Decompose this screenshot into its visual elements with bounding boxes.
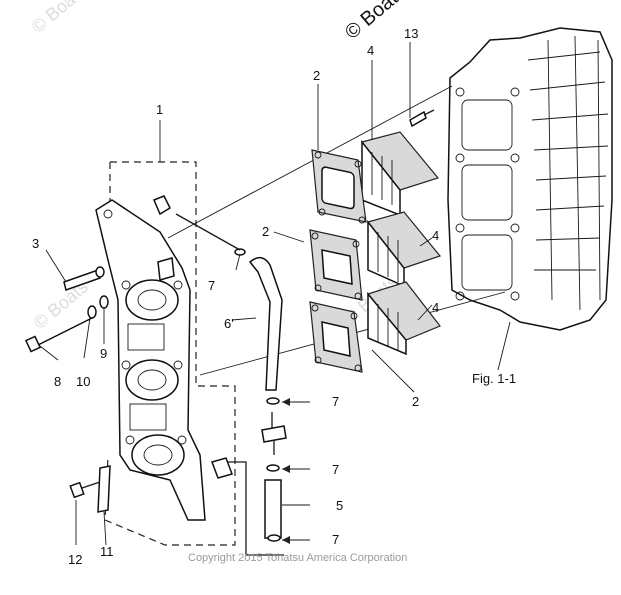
callout-2-bottom: 2 (412, 394, 419, 409)
callout-6: 6' (224, 316, 234, 331)
washer-9 (99, 295, 109, 309)
callout-7-c: 7 (332, 532, 339, 547)
bolt-3 (63, 266, 105, 291)
bolt-13 (409, 109, 435, 128)
callout-12: 12 (68, 552, 82, 567)
watermark-top-left: © Boats (28, 0, 90, 37)
callout-4-top: 4 (367, 43, 374, 58)
reed-valve-middle (366, 211, 442, 288)
leader-arrowheads (282, 398, 290, 544)
callout-13: 13 (404, 26, 418, 41)
callout-10: 10 (76, 374, 90, 389)
alignment-line-top (167, 85, 453, 239)
tee-fitting (261, 425, 287, 443)
callout-9: 9 (100, 346, 107, 361)
gasket-top (311, 149, 367, 224)
callout-2-middle: 2 (262, 224, 269, 239)
watermark-top-center: © Boats (341, 0, 410, 44)
intake-manifold (95, 195, 233, 521)
callout-4-middle: 4 (432, 228, 439, 243)
reed-valve-bottom (366, 281, 441, 356)
copyright-text: Copyright 2015 Tohatsu America Corporati… (188, 552, 407, 564)
bolt-8 (24, 317, 93, 353)
clip-7-line (175, 213, 241, 251)
clamps (234, 248, 281, 542)
hose-5 (264, 479, 282, 539)
callout-7-clip: 7 (208, 278, 215, 293)
callout-4-bottom: 4 (432, 300, 439, 315)
plate-11 (97, 465, 111, 513)
leader-lines (39, 42, 511, 546)
callout-11: 11 (100, 544, 114, 559)
callout-3: 3 (32, 236, 39, 251)
gasket-middle (309, 229, 363, 301)
gasket-bottom (309, 301, 363, 373)
figure-label: Fig. 1-1 (472, 371, 516, 386)
callout-2-top: 2 (313, 68, 320, 83)
callout-8: 8 (54, 374, 61, 389)
callout-5: 5 (336, 498, 343, 513)
callout-7-b: 7 (332, 462, 339, 477)
washer-10 (87, 305, 97, 319)
callout-1: 1 (156, 102, 163, 117)
hose-6 (248, 256, 283, 391)
reed-valve-top (360, 131, 440, 217)
engine-block (447, 27, 613, 331)
callout-7-a: 7 (332, 394, 339, 409)
